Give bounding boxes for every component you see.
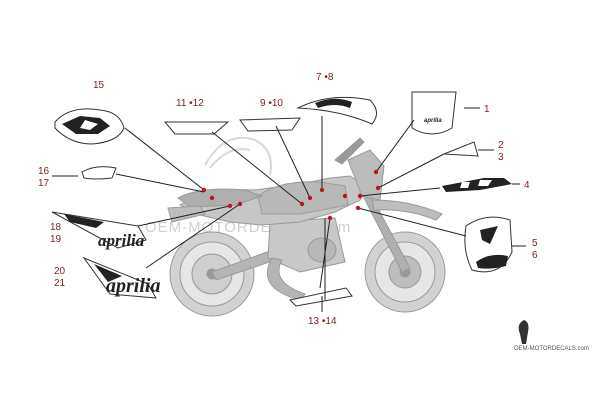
- decal-4: [442, 178, 512, 192]
- decal-18-19-brand: aprilia: [98, 231, 145, 250]
- decal-1-number-plate: aprilia: [411, 91, 457, 135]
- decal-18-19: aprilia: [51, 211, 147, 250]
- decal-13-14: [288, 287, 353, 307]
- callout-16: 16: [38, 166, 50, 177]
- callout-9-10: 9 •10: [260, 98, 283, 109]
- callout-19: 19: [50, 234, 62, 245]
- callout-20: 20: [54, 266, 66, 277]
- callout-1: 1: [484, 104, 490, 115]
- decal-20-21-brand: aprilia: [106, 275, 160, 297]
- motorcycle-illustration: [167, 137, 446, 317]
- callout-3: 3: [498, 152, 504, 163]
- decal-16-17: [81, 166, 117, 180]
- callout-4: 4: [524, 180, 530, 191]
- leader-lines: [52, 107, 526, 312]
- callout-18: 18: [50, 222, 62, 233]
- site-logo: OEM-MOTORDECALS.com: [514, 320, 589, 352]
- callout-11-12: 11 •12: [176, 98, 204, 109]
- callout-21: 21: [54, 278, 66, 289]
- decal-7-8: [296, 96, 377, 125]
- helmet-watermark: [204, 136, 272, 176]
- callout-15: 15: [93, 80, 105, 91]
- decal-20-21: aprilia: [82, 256, 160, 299]
- callout-6: 6: [532, 250, 538, 261]
- decal-11-12: [163, 121, 230, 135]
- site-text: OEM-MOTORDECALS.com: [514, 346, 589, 352]
- plate-brand: aprilia: [424, 118, 442, 124]
- callout-13-14: 13 •14: [308, 316, 337, 327]
- callout-17: 17: [38, 178, 50, 189]
- decal-5-6-side-panel: [464, 216, 513, 273]
- callout-dots: [201, 169, 381, 221]
- callout-7-8: 7 •8: [316, 72, 334, 83]
- decal-2-3: [443, 141, 479, 157]
- callout-5: 5: [532, 238, 538, 249]
- decal-15-seat-cowl: [54, 108, 125, 145]
- callout-2: 2: [498, 140, 504, 151]
- decal-9-10: [239, 117, 301, 132]
